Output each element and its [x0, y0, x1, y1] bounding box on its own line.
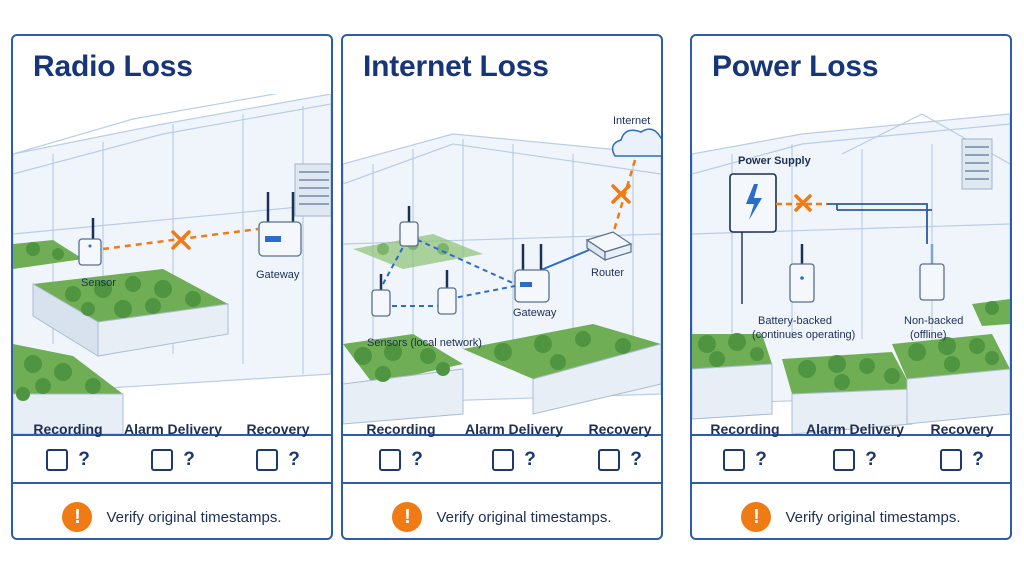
- planter-bed: [892, 334, 1010, 425]
- power-supply-icon: [729, 173, 777, 304]
- planter-bed: [32, 269, 229, 357]
- status-recovery: Recovery ?: [930, 421, 994, 471]
- alarm-delivery-checkbox[interactable]: [151, 449, 174, 471]
- non-backed-sublabel: (offline): [910, 329, 946, 341]
- panel-internet-loss: Internet Loss: [341, 34, 663, 540]
- status-recording: Recording ?: [33, 421, 103, 471]
- panel-title: Power Loss: [712, 50, 879, 83]
- internet-label: Internet: [613, 115, 650, 127]
- router-icon: [585, 231, 633, 262]
- note-row: ! Verify original timestamps.: [343, 494, 661, 538]
- gateway-icon: [514, 244, 550, 303]
- status-row: Recording ? Alarm Delivery ? Recovery ?: [692, 421, 1010, 495]
- vent-icon: [294, 163, 331, 217]
- status-alarm-delivery: Alarm Delivery ?: [123, 421, 223, 471]
- recording-checkbox[interactable]: [46, 449, 69, 471]
- status-recovery: Recovery ?: [246, 421, 310, 471]
- note-text: Verify original timestamps.: [436, 508, 612, 526]
- sensor-icon: [78, 218, 102, 266]
- recovery-checkbox[interactable]: [940, 449, 963, 471]
- router-label: Router: [591, 267, 624, 279]
- panel-title: Radio Loss: [33, 50, 193, 83]
- panel-radio-loss: Radio Loss: [11, 34, 333, 540]
- note-row: ! Verify original timestamps.: [13, 494, 331, 538]
- divider: [343, 482, 661, 484]
- alarm-delivery-checkbox[interactable]: [492, 449, 515, 471]
- greenhouse-scene: Sensor Gateway: [13, 94, 331, 434]
- gateway-icon: [258, 192, 302, 257]
- internet-loss-illustration: Internet Router Gateway: [343, 115, 661, 425]
- sensor-icon: [399, 206, 419, 247]
- planter-bed: [463, 324, 661, 415]
- recording-checkbox[interactable]: [723, 449, 746, 471]
- note-row: ! Verify original timestamps.: [692, 494, 1010, 538]
- x-mark-icon: [171, 230, 191, 250]
- recovery-checkbox[interactable]: [598, 449, 621, 471]
- planter-bed: [353, 234, 483, 269]
- planter-bed: [782, 352, 913, 434]
- greenhouse-scene: Internet Router Gateway: [343, 94, 661, 434]
- power-supply-label: Power Supply: [738, 155, 812, 167]
- status-row: Recording ? Alarm Delivery ? Recovery ?: [13, 421, 331, 495]
- sensors-label: Sensors (local network): [367, 337, 482, 349]
- nonbacked-sensor-icon: [919, 244, 945, 301]
- sensor-label: Sensor: [81, 277, 116, 289]
- divider: [343, 434, 661, 436]
- gateway-label: Gateway: [256, 269, 300, 281]
- cloud-icon: [611, 128, 661, 157]
- sensor-icon: [437, 270, 457, 315]
- warning-icon: !: [741, 502, 772, 532]
- status-recording: Recording ?: [710, 421, 780, 471]
- panel-title: Internet Loss: [363, 50, 549, 83]
- greenhouse-scene: Power Supply Battery-backed (cont: [692, 94, 1010, 434]
- status-recording: Recording ?: [366, 421, 436, 471]
- planter-bed: [13, 344, 124, 434]
- power-loss-illustration: Power Supply Battery-backed (cont: [692, 113, 1010, 434]
- status-alarm-delivery: Alarm Delivery ?: [805, 421, 905, 471]
- planter-bed: [692, 333, 773, 420]
- x-mark-icon: [611, 184, 631, 204]
- planter-bed: [343, 334, 464, 425]
- radio-loss-illustration: Sensor Gateway: [13, 94, 331, 434]
- battery-backed-label: Battery-backed: [758, 315, 832, 327]
- alarm-delivery-checkbox[interactable]: [833, 449, 856, 471]
- non-backed-label: Non-backed: [904, 315, 963, 327]
- x-mark-icon: [794, 194, 812, 212]
- divider: [13, 482, 331, 484]
- status-alarm-delivery: Alarm Delivery ?: [464, 421, 564, 471]
- gateway-label: Gateway: [513, 307, 557, 319]
- divider: [13, 434, 331, 436]
- planter-bed: [13, 240, 83, 269]
- gateway-router-link: [540, 249, 590, 271]
- note-text: Verify original timestamps.: [785, 508, 961, 526]
- recording-checkbox[interactable]: [379, 449, 402, 471]
- recovery-checkbox[interactable]: [256, 449, 279, 471]
- planter-bed: [972, 299, 1010, 326]
- status-row: Recording ? Alarm Delivery ? Recovery ?: [343, 421, 661, 495]
- divider: [692, 482, 1010, 484]
- power-wiring: [827, 203, 928, 244]
- note-text: Verify original timestamps.: [106, 508, 282, 526]
- status-recovery: Recovery ?: [588, 421, 652, 471]
- warning-icon: !: [392, 502, 423, 532]
- warning-icon: !: [62, 502, 93, 532]
- sensor-icon: [371, 274, 391, 317]
- vent-icon: [961, 138, 993, 190]
- divider: [692, 434, 1010, 436]
- battery-backed-sublabel: (continues operating): [752, 329, 855, 341]
- battery-sensor-icon: [789, 244, 815, 303]
- panel-power-loss: Power Loss: [690, 34, 1012, 540]
